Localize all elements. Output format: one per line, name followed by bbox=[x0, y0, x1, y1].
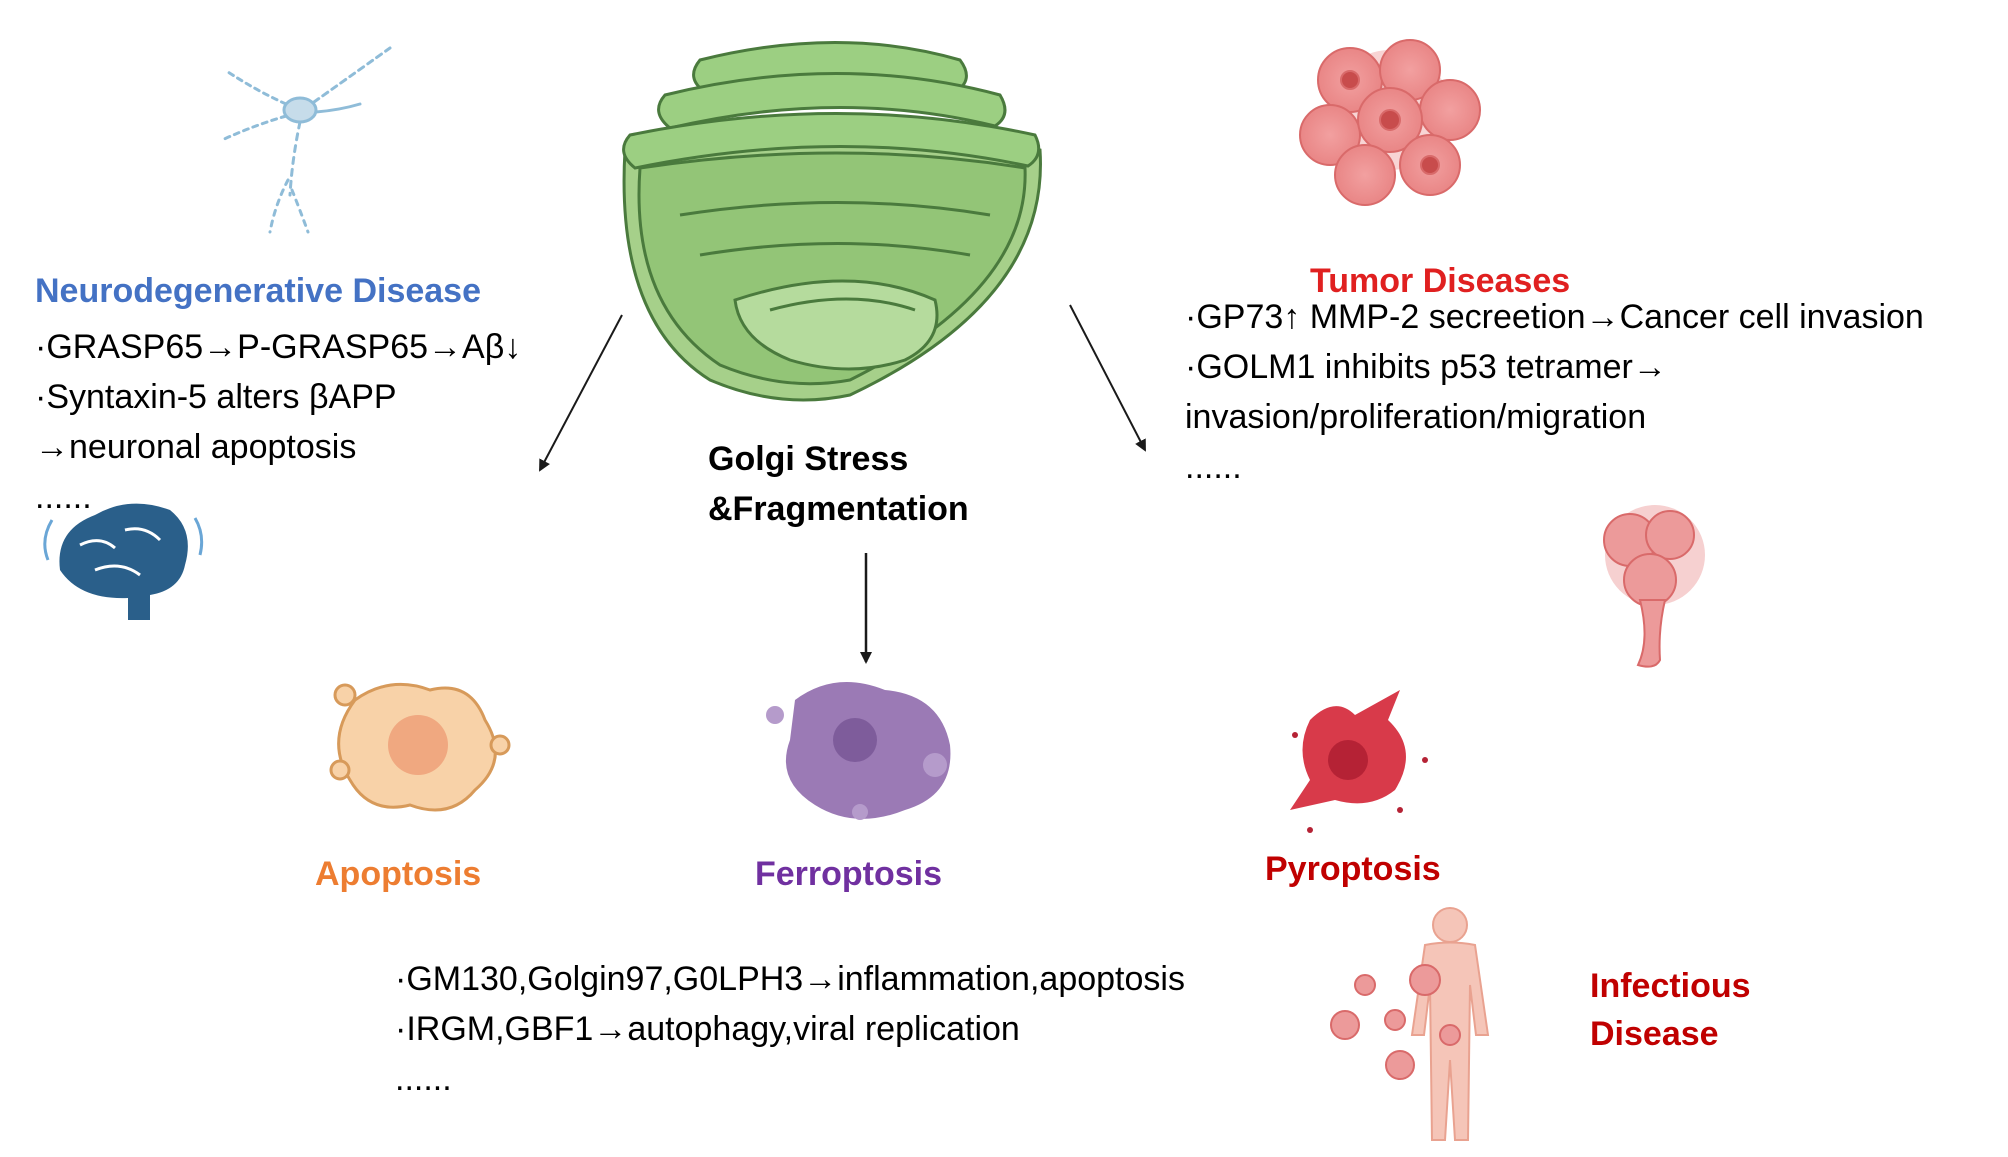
tumor-line: invasion/proliferation/migration bbox=[1185, 398, 1647, 436]
infectious-line: ·GM130,Golgin97,G0LPH3→inflammation,apop… bbox=[395, 960, 1185, 998]
ferroptotic-cell-icon bbox=[766, 682, 951, 820]
center-title-line2: &Fragmentation bbox=[708, 490, 969, 528]
tumor-line: ·GP73↑ MMP-2 secreetion→Cancer cell inva… bbox=[1185, 298, 1924, 336]
infectious-disease-title-line2: Disease bbox=[1590, 1015, 1719, 1053]
neurodegenerative-disease-title: Neurodegenerative Disease bbox=[35, 272, 481, 310]
ferroptosis-label: Ferroptosis bbox=[755, 855, 943, 893]
infectious-disease-title-line1: Infectious bbox=[1590, 967, 1751, 1005]
brain-icon bbox=[43, 503, 204, 620]
apoptosis-label: Apoptosis bbox=[315, 855, 482, 893]
infectious-line: ...... bbox=[395, 1060, 452, 1098]
tumor-line: ...... bbox=[1185, 448, 1242, 486]
neuro-line: →neuronal apoptosis bbox=[35, 428, 357, 466]
pyroptotic-cell-icon bbox=[1290, 690, 1428, 833]
virus-icon bbox=[1330, 964, 1461, 1080]
apoptotic-cell-icon bbox=[329, 682, 511, 812]
arrow-to-tumor bbox=[1069, 304, 1146, 452]
neuron-icon bbox=[220, 46, 392, 234]
tumor-cell-cluster-icon bbox=[1299, 39, 1481, 206]
arrow-to-neuro bbox=[539, 314, 623, 472]
pyroptosis-label: Pyroptosis bbox=[1265, 850, 1441, 888]
tumor-line: ·GOLM1 inhibits p53 tetramer→ bbox=[1185, 348, 1667, 386]
metastatic-cell-icon bbox=[1603, 505, 1705, 668]
center-title-line1: Golgi Stress bbox=[708, 440, 909, 478]
neuro-line: ·GRASP65→P-GRASP65→Aβ↓ bbox=[35, 328, 522, 366]
neuro-line: ...... bbox=[35, 478, 92, 516]
neuro-line: ·Syntaxin-5 alters βAPP bbox=[35, 378, 397, 416]
infectious-line: ·IRGM,GBF1→autophagy,viral replication bbox=[395, 1010, 1020, 1048]
tumor-diseases-title: Tumor Diseases bbox=[1310, 262, 1571, 300]
golgi-apparatus-icon bbox=[622, 41, 1042, 402]
